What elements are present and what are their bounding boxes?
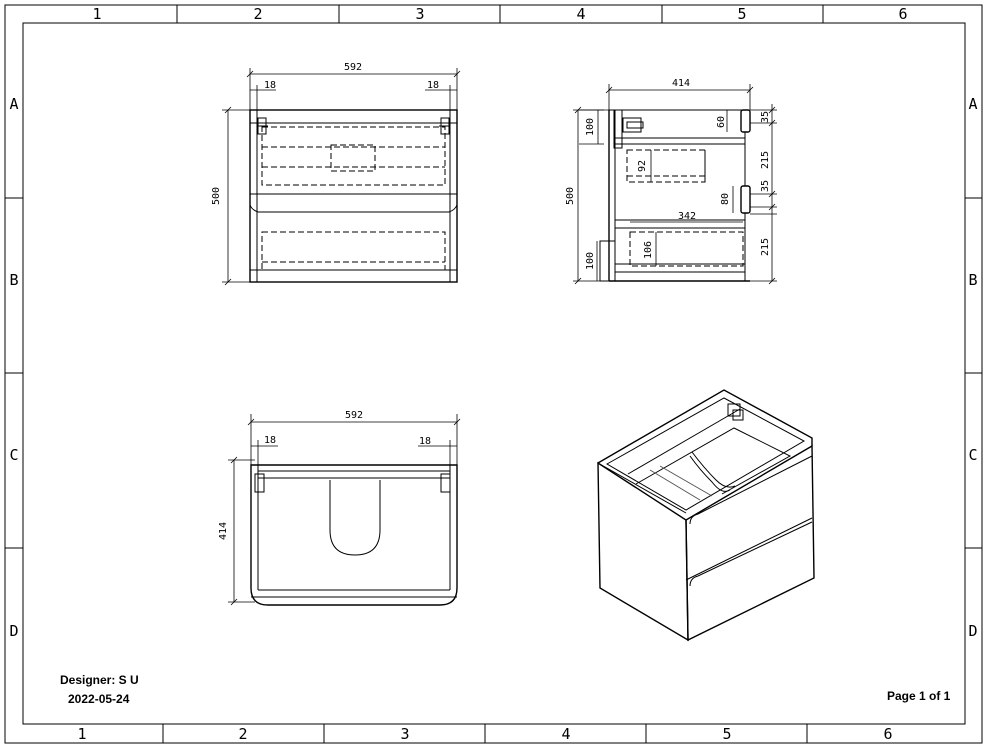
side-dim-100-bottom: 100	[585, 252, 596, 270]
designer-label: Designer: S U	[60, 673, 139, 687]
side-dim-92: 92	[637, 160, 648, 172]
zone-top-4: 4	[576, 5, 585, 23]
zone-bottom-1: 1	[77, 725, 86, 743]
top-view: 592 18 18 414	[218, 410, 461, 606]
zone-labels-top: 1 2 3 4 5 6	[92, 5, 907, 23]
row-right-a: A	[968, 95, 977, 113]
zone-top-5: 5	[737, 5, 746, 23]
row-left-c: C	[9, 446, 18, 464]
zone-labels-right: A B C D	[968, 95, 977, 640]
row-right-b: B	[968, 271, 977, 289]
side-dim-60: 60	[716, 116, 727, 128]
side-dim-106: 106	[643, 241, 654, 259]
front-view: 592 18 18 500	[211, 62, 461, 286]
isometric-view	[597, 389, 815, 642]
page-number: Page 1 of 1	[887, 689, 951, 703]
zone-top-6: 6	[898, 5, 907, 23]
side-dim-35-top: 35	[760, 111, 771, 123]
side-dim-342: 342	[678, 211, 696, 222]
side-dim-215-bottom: 215	[760, 238, 771, 256]
front-side-right-dim: 18	[427, 80, 439, 91]
row-left-b: B	[9, 271, 18, 289]
row-left-a: A	[9, 95, 18, 113]
side-view: 414 100 60	[565, 78, 777, 285]
side-dim-215-top: 215	[760, 151, 771, 169]
front-height-dim: 500	[211, 187, 222, 205]
side-dim-35-mid: 35	[760, 180, 771, 192]
row-right-c: C	[968, 446, 977, 464]
side-depth-dim: 414	[672, 78, 690, 89]
top-width-dim: 592	[345, 410, 363, 421]
front-side-left-dim: 18	[264, 80, 276, 91]
zone-top-1: 1	[92, 5, 101, 23]
title-block: Designer: S U 2022-05-24 Page 1 of 1	[60, 673, 951, 706]
zone-labels-left: A B C D	[9, 95, 18, 640]
zone-bottom-6: 6	[883, 725, 892, 743]
top-side-left-dim: 18	[264, 435, 276, 446]
top-depth-dim: 414	[218, 522, 229, 540]
zone-bottom-4: 4	[561, 725, 570, 743]
drawing-frame	[4, 4, 983, 744]
zone-top-2: 2	[253, 5, 262, 23]
side-dim-500: 500	[565, 187, 576, 205]
front-width-dim: 592	[344, 62, 362, 73]
zone-top-3: 3	[415, 5, 424, 23]
zone-bottom-5: 5	[722, 725, 731, 743]
top-side-right-dim: 18	[419, 436, 431, 447]
row-left-d: D	[9, 622, 18, 640]
side-dim-80: 80	[720, 193, 731, 205]
zone-bottom-2: 2	[238, 725, 247, 743]
zone-bottom-3: 3	[400, 725, 409, 743]
zone-labels-bottom: 1 2 3 4 5 6	[77, 725, 892, 743]
drawing-date: 2022-05-24	[68, 692, 130, 706]
row-right-d: D	[968, 622, 977, 640]
side-dim-100-top: 100	[585, 118, 596, 136]
